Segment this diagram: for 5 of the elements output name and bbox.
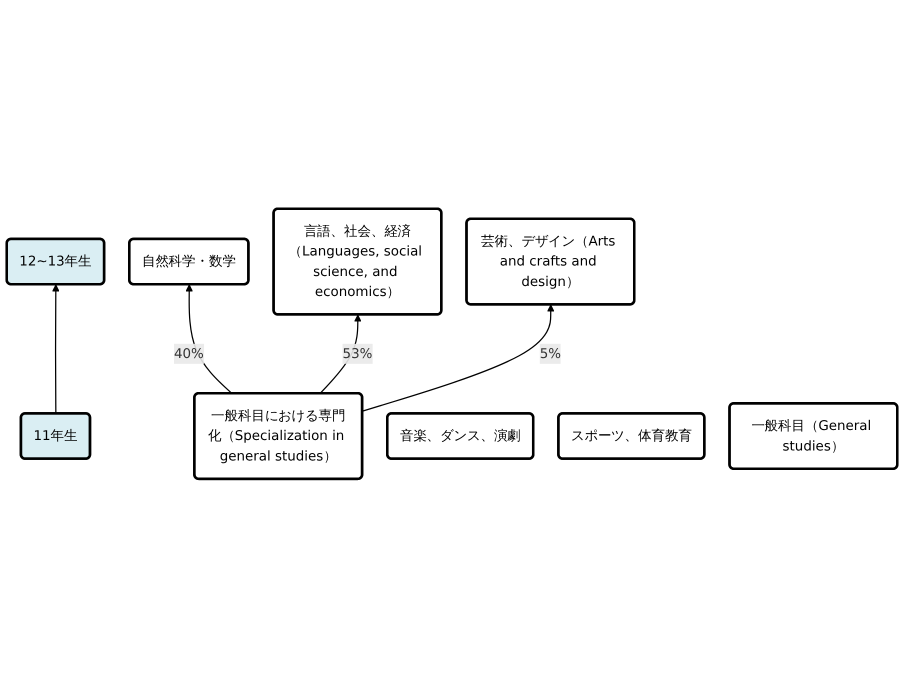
arrow (52, 284, 60, 414)
edge-label: 5% (540, 346, 562, 362)
edge-label: 53% (342, 346, 372, 362)
arrow (362, 304, 554, 412)
edge-label: 40% (174, 346, 204, 362)
